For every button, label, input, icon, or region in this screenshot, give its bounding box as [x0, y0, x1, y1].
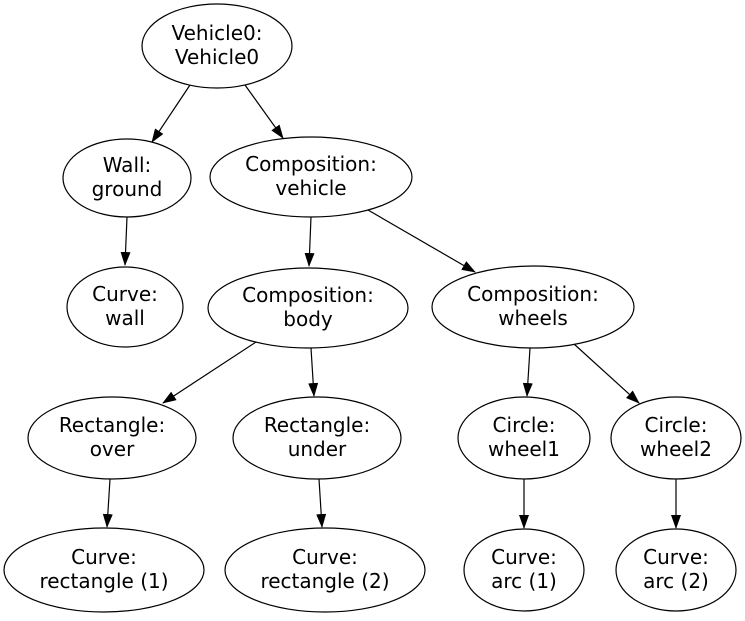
node-composition-vehicle: Composition: vehicle	[209, 136, 413, 218]
node-label-line1: Circle:	[493, 413, 556, 437]
node-label-line2: under	[288, 437, 347, 461]
edge-wall-ground-curve-wall	[120, 216, 131, 266]
node-label-line1: Circle:	[645, 413, 708, 437]
edge-rectangle-under-curve-rectangle-2	[316, 478, 327, 528]
node-curve-arc-1: Curve: arc (1)	[463, 528, 585, 612]
node-label-line2: wheels	[498, 306, 568, 330]
edge-vehicle0-wall-ground	[151, 84, 191, 143]
node-label-line2: ground	[92, 177, 163, 201]
node-label-line2: Vehicle0	[175, 45, 259, 69]
edge-rectangle-over-curve-rectangle-1	[102, 478, 113, 528]
node-ellipse	[62, 138, 192, 218]
node-ellipse	[232, 396, 402, 480]
node-vehicle0: Vehicle0: Vehicle0	[141, 3, 293, 89]
node-curve-rectangle-1: Curve: rectangle (1)	[3, 527, 205, 613]
node-label-line1: Curve:	[92, 282, 158, 306]
node-circle-wheel1: Circle: wheel1	[457, 396, 591, 480]
node-curve-wall: Curve: wall	[66, 266, 184, 348]
edge-group	[102, 84, 681, 529]
edge-composition-vehicle-composition-body	[304, 216, 315, 267]
node-ellipse	[3, 527, 205, 613]
node-ellipse	[431, 265, 635, 349]
node-composition-body: Composition: body	[207, 267, 409, 349]
node-ellipse	[27, 396, 197, 480]
node-label-line2: vehicle	[275, 176, 346, 200]
node-label-line1: Composition:	[467, 282, 599, 306]
node-ellipse	[610, 396, 742, 480]
node-label-line2: over	[90, 437, 135, 461]
node-rectangle-under: Rectangle: under	[232, 396, 402, 480]
node-ellipse	[224, 527, 426, 613]
node-label-line2: wheel2	[640, 437, 712, 461]
node-ellipse	[141, 3, 293, 89]
edge-composition-vehicle-composition-wheels	[367, 209, 476, 273]
node-label-line1: Curve:	[643, 545, 709, 569]
edge-vehicle0-composition-vehicle	[244, 84, 284, 139]
node-label-line2: body	[283, 307, 333, 331]
node-composition-wheels: Composition: wheels	[431, 265, 635, 349]
node-label-line1: Curve:	[71, 545, 137, 569]
node-ellipse	[66, 266, 184, 348]
node-label-line1: Wall:	[103, 153, 152, 177]
node-ellipse	[463, 528, 585, 612]
node-label-line2: wheel1	[488, 437, 560, 461]
node-ellipse	[457, 396, 591, 480]
node-label-line1: Vehicle0:	[172, 21, 263, 45]
node-ellipse	[209, 136, 413, 218]
node-label-line1: Rectangle:	[264, 413, 370, 437]
node-label-line2: rectangle (1)	[39, 569, 168, 593]
node-label-line1: Rectangle:	[59, 413, 165, 437]
node-wall-ground: Wall: ground	[62, 138, 192, 218]
node-rectangle-over: Rectangle: over	[27, 396, 197, 480]
node-curve-rectangle-2: Curve: rectangle (2)	[224, 527, 426, 613]
edge-composition-wheels-circle-wheel2	[573, 343, 640, 404]
node-ellipse	[615, 528, 737, 612]
node-curve-arc-2: Curve: arc (2)	[615, 528, 737, 612]
node-circle-wheel2: Circle: wheel2	[610, 396, 742, 480]
node-label-line2: arc (1)	[491, 569, 557, 593]
node-label-line2: rectangle (2)	[260, 569, 389, 593]
node-ellipse	[207, 267, 409, 349]
edge-composition-wheels-circle-wheel1	[522, 347, 533, 397]
node-label-line1: Composition:	[245, 152, 377, 176]
edge-composition-body-rectangle-under	[308, 347, 319, 397]
node-label-line1: Composition:	[242, 283, 374, 307]
node-label-line1: Curve:	[491, 545, 557, 569]
node-label-line2: arc (2)	[643, 569, 709, 593]
node-label-line2: wall	[105, 306, 145, 330]
node-label-line1: Curve:	[292, 545, 358, 569]
edge-composition-body-rectangle-over	[162, 341, 257, 404]
